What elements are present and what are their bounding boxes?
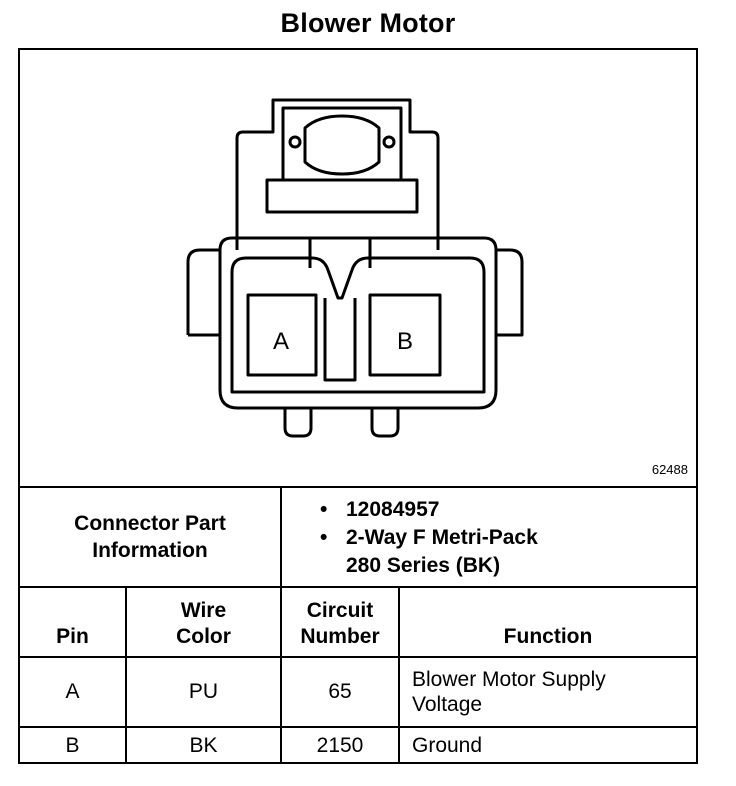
row-b-pin: B	[20, 726, 127, 763]
connector-info-row: Connector Part Information 12084957 2-Wa…	[20, 486, 696, 588]
header-wire-color: Wire Color	[125, 586, 282, 658]
cavity-b	[368, 293, 442, 377]
row-a-function-line2: Voltage	[412, 693, 483, 716]
connector-shell	[186, 248, 524, 410]
diagram-frame: A B 62488 Connector Part Information 120…	[18, 48, 698, 764]
latch-base	[265, 178, 419, 214]
header-wire-color-line2: Color	[176, 625, 231, 648]
latch-pin-left	[288, 135, 302, 149]
row-b-wire-color: BK	[125, 726, 282, 763]
pin-b-label: B	[397, 328, 413, 355]
diagram-title: Blower Motor	[280, 8, 456, 38]
cavity-a	[246, 293, 318, 377]
center-divider	[323, 298, 357, 382]
header-circuit-line1: Circuit	[306, 599, 374, 622]
row-b-function: Ground	[398, 726, 696, 763]
inner-ridge	[308, 238, 372, 268]
table-row: B BK 2150 Ground	[20, 726, 696, 763]
connector-info-label-line2: Information	[92, 539, 208, 562]
header-circuit-line2: Number	[300, 625, 380, 648]
row-a-circuit: 65	[280, 656, 400, 728]
connector-description-line2: 280 Series (BK)	[346, 554, 501, 577]
connector-illustration: A B	[186, 98, 524, 438]
row-a-function: Blower Motor Supply Voltage	[398, 656, 696, 728]
latch-pin-right	[382, 135, 396, 149]
connector-drawing: A B	[20, 50, 696, 486]
figure-number: 62488	[651, 462, 688, 477]
table-header-row: Pin Wire Color Circuit Number Function	[20, 586, 696, 658]
connector-description-line1: 2-Way F Metri-Pack	[346, 526, 538, 549]
header-function: Function	[398, 586, 696, 658]
inner-shell	[230, 256, 486, 394]
connector-info-label: Connector Part Information	[20, 486, 282, 588]
part-number: 12084957	[316, 496, 696, 524]
connector-info-label-line1: Connector Part	[74, 512, 226, 535]
foot-right	[370, 408, 400, 438]
table-row: A PU 65 Blower Motor Supply Voltage	[20, 656, 696, 728]
row-a-wire-color: PU	[125, 656, 282, 728]
row-b-circuit: 2150	[280, 726, 400, 763]
latch-tab	[303, 114, 381, 176]
connector-info-list: 12084957 2-Way F Metri-Pack 280 Series (…	[280, 486, 696, 588]
row-a-pin: A	[20, 656, 127, 728]
connector-description: 2-Way F Metri-Pack 280 Series (BK)	[316, 524, 696, 580]
shell-top	[218, 236, 498, 251]
header-wire-color-line1: Wire	[180, 599, 227, 622]
latch-housing	[235, 98, 440, 250]
connector-table: Connector Part Information 12084957 2-Wa…	[20, 486, 696, 763]
header-pin: Pin	[20, 586, 127, 658]
row-a-function-line1: Blower Motor Supply	[412, 668, 606, 691]
header-circuit-number: Circuit Number	[280, 586, 400, 658]
foot-left	[283, 408, 313, 438]
pin-a-label: A	[273, 328, 289, 355]
